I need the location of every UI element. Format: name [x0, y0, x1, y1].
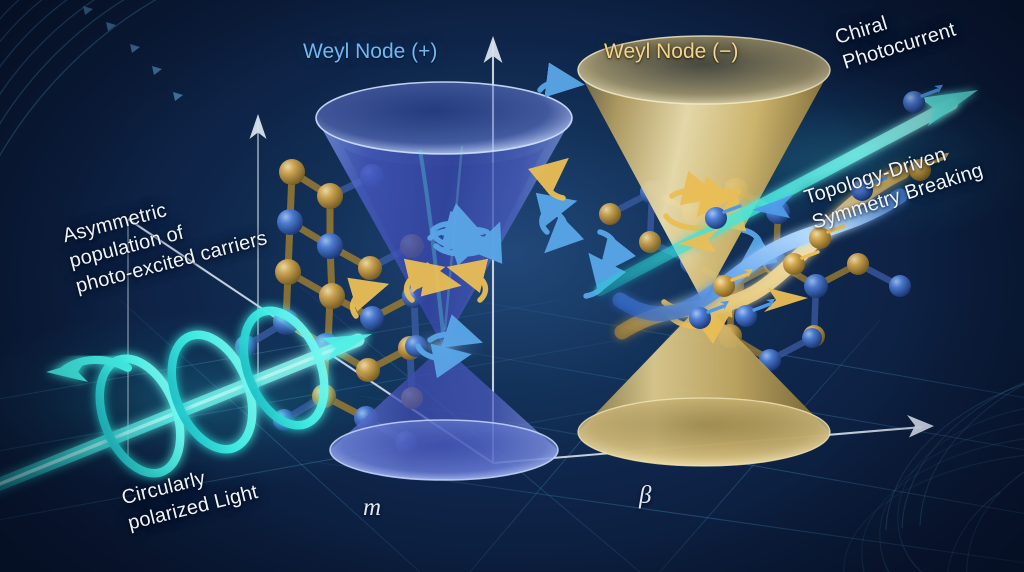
- axis-label-beta: β: [639, 482, 652, 509]
- axis-label-m: m: [363, 494, 382, 521]
